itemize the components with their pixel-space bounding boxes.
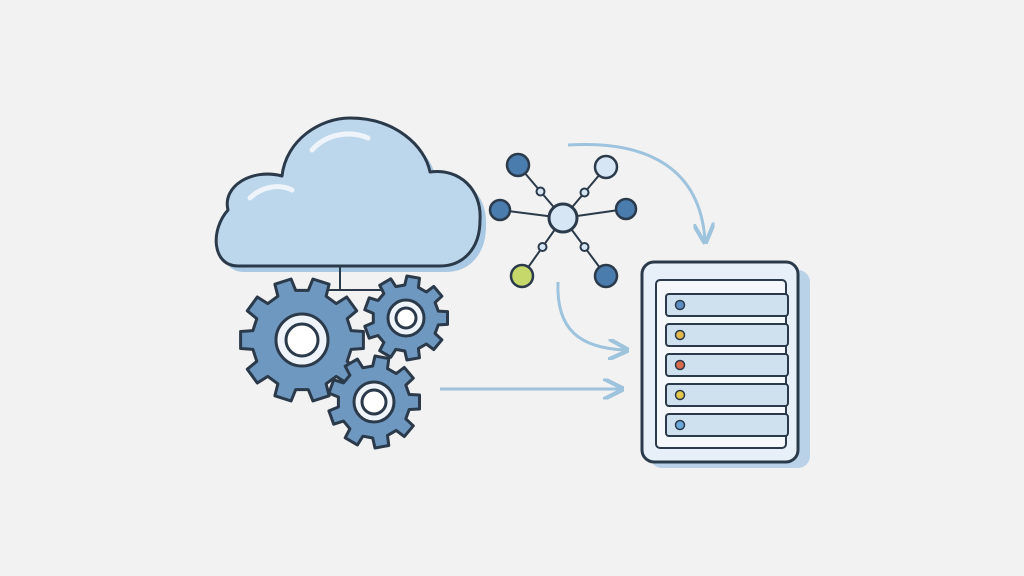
arrow-to-server-top (567, 142, 705, 240)
server-slot (665, 323, 789, 347)
gear-small (363, 274, 449, 362)
network-joint (579, 187, 590, 198)
network-node (509, 263, 535, 289)
server-slot (665, 353, 789, 377)
network-hub-icon (488, 152, 638, 289)
network-hub-node (547, 202, 579, 234)
server-led (674, 389, 686, 401)
server-slots (665, 293, 789, 437)
server-led (674, 359, 686, 371)
network-node (488, 198, 512, 222)
network-node (593, 154, 619, 180)
network-node (593, 263, 619, 289)
gear-large (239, 277, 365, 403)
server-led (674, 419, 686, 431)
server-slot (665, 383, 789, 407)
flow-arrows (440, 142, 705, 389)
server-led (674, 299, 686, 311)
arrow-network-to-server (556, 281, 625, 350)
cloud-icon (214, 116, 487, 272)
server-led (674, 329, 686, 341)
server-slot (665, 293, 789, 317)
network-node (505, 152, 531, 178)
gear-medium (327, 354, 421, 450)
network-joint (535, 186, 546, 197)
server-slot (665, 413, 789, 437)
network-node (614, 197, 638, 221)
network-joint (537, 242, 548, 252)
server-rack-icon (640, 260, 810, 468)
gears-icon (239, 274, 449, 450)
network-joint (579, 242, 590, 252)
